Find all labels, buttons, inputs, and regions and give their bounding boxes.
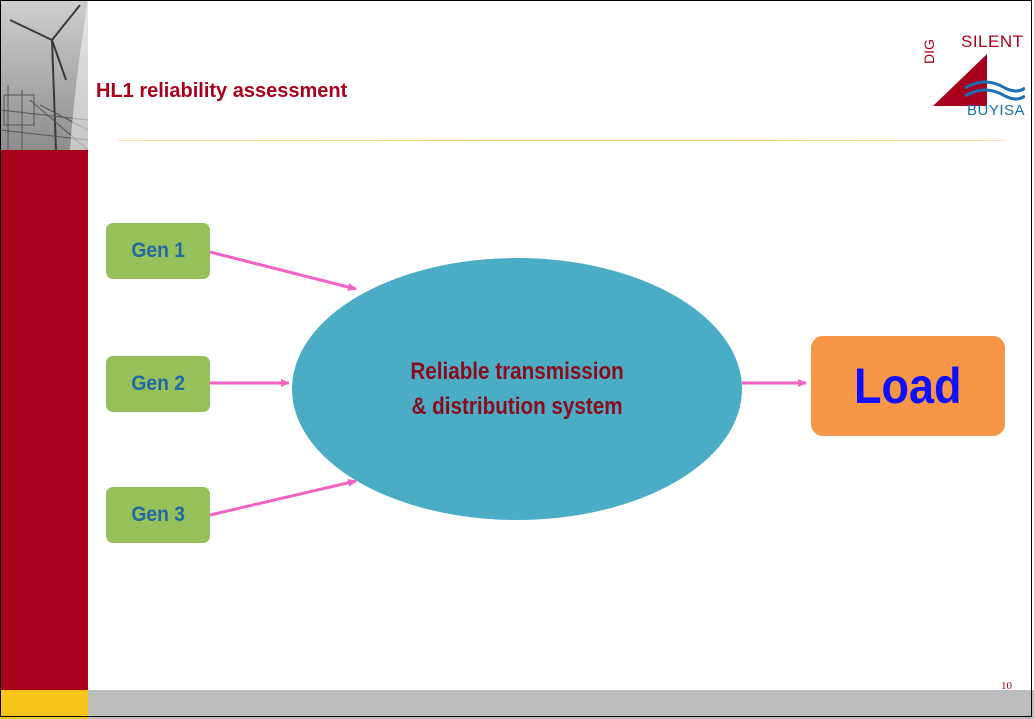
gen-3-box: Gen 3 — [106, 487, 210, 543]
logo-text-top: SILENT — [961, 32, 1024, 51]
left-bar-bottom — [0, 690, 88, 719]
hub-line-2: & distribution system — [411, 393, 623, 420]
gen-3-label: Gen 3 — [131, 503, 185, 526]
transmission-system-ellipse: Reliable transmission & distribution sys… — [292, 258, 742, 520]
slide-title: HL1 reliability assessment — [96, 80, 348, 102]
page-number: 10 — [1001, 680, 1012, 692]
left-bar-red — [0, 150, 88, 690]
load-box: Load — [811, 336, 1005, 436]
arrow-gen3-to-hub — [209, 478, 357, 517]
hub-line-1: Reliable transmission — [410, 358, 624, 385]
gen-2-box: Gen 2 — [106, 356, 210, 412]
gen-1-label: Gen 1 — [131, 239, 185, 262]
bottom-band — [88, 690, 1034, 719]
title-divider — [118, 140, 1006, 141]
gen-2-label: Gen 2 — [131, 372, 185, 395]
load-label: Load — [854, 358, 962, 414]
logo-text-bottom: BUYISA — [967, 102, 1026, 119]
arrow-gen1-to-hub — [209, 250, 357, 291]
silent-dig-buyisa-logo: SILENT DIG BUYISA — [921, 32, 1026, 122]
wind-turbine-photo — [0, 0, 88, 150]
gen-1-box: Gen 1 — [106, 223, 210, 279]
logo-mark-icon — [933, 54, 1025, 106]
